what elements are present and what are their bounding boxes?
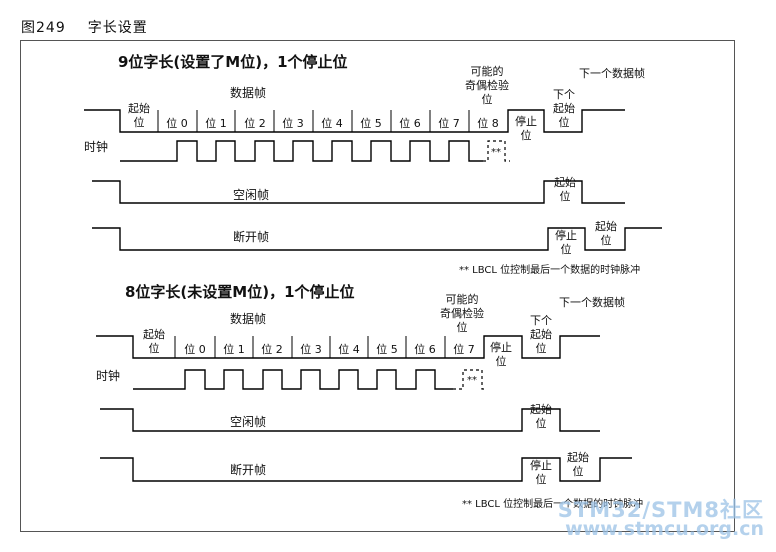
next-frame-label: 下一个数据帧 [559,295,625,309]
bit-4-label: 位 4 [338,342,360,356]
figure-caption: 字长设置 [87,20,148,36]
idle-waveform [100,408,600,432]
panel-8bit-heading: 8位字长(未设置M位)，1个停止位 [125,283,355,301]
idle-frame-label: 空闲帧 [230,415,266,429]
bit-2-label: 位 2 [261,342,283,356]
bit-0-label: 位 0 [184,342,206,356]
data-frame-label: 数据帧 [230,311,266,326]
break-frame-label: 断开帧 [233,229,269,244]
idle-start-label: 位 [536,416,547,430]
start-bit-label: 位 [149,341,160,355]
start-bit-label: 起始 [128,101,150,115]
start-bit-label: 起始 [143,327,165,341]
bit-6-label: 位 6 [414,342,436,356]
bit-5-label: 位 5 [376,342,398,356]
data-frame-label: 数据帧 [230,85,266,100]
stop-bit-label: 位 [521,128,532,142]
next-start-label: 下个 [553,88,575,101]
panel-9bit-heading: 9位字长(设置了M位)，1个停止位 [118,53,348,71]
parity-label: 奇偶检验 [440,306,484,320]
stop-bit-label: 位 [496,354,507,368]
parity-label: 奇偶检验 [465,78,509,92]
panel-9bit: 9位字长(设置了M位)，1个停止位 数据帧 起始 位 位 0 位 1 位 2 位… [84,53,662,276]
break-stop-label: 停止 [530,458,552,472]
break-start-label: 位 [573,464,584,478]
watermark-url: www.stmcu.org.cn [565,518,764,540]
bit-7-label: 位 7 [438,116,460,130]
break-start-label: 位 [601,233,612,247]
next-start-label: 下个 [530,314,552,327]
next-start-label: 位 [559,115,570,129]
bit-1-label: 位 1 [205,116,227,130]
data-waveform [96,335,600,359]
stop-bit-label: 停止 [515,114,537,128]
start-bit-label: 位 [134,115,145,129]
break-stop-label: 停止 [555,228,577,242]
panel-8bit: 8位字长(未设置M位)，1个停止位 数据帧 起始 位 位 0 位 1 位 2 位… [96,283,643,510]
idle-waveform [92,180,625,204]
bit-8-label: 位 8 [477,116,499,130]
break-start-label: 起始 [595,219,617,233]
clock-waveform [120,140,483,162]
bit-2-label: 位 2 [244,116,266,130]
bit-3-label: 位 3 [282,116,304,130]
last-clock-pulse [483,140,510,162]
next-frame-label: 下一个数据帧 [579,66,645,80]
figure-number: 图249 [21,20,66,36]
idle-start-label: 起始 [530,402,552,416]
last-clock-pulse [453,369,487,390]
next-start-label: 起始 [530,327,552,341]
bit-3-label: 位 3 [300,342,322,356]
bit-7-label: 位 7 [453,342,475,356]
parity-label: 位 [482,92,493,106]
parity-label: 可能的 [471,64,504,78]
parity-label: 可能的 [446,292,479,306]
svg-text:**: ** [491,147,501,158]
clock-label: 时钟 [96,368,120,383]
svg-text:**: ** [467,375,477,386]
bit-5-label: 位 5 [360,116,382,130]
next-start-label: 位 [536,341,547,355]
bit-1-label: 位 1 [223,342,245,356]
bit-6-label: 位 6 [399,116,421,130]
parity-label: 位 [457,320,468,334]
bit-0-label: 位 0 [166,116,188,130]
break-stop-label: 位 [536,472,547,486]
watermark-text: STM32/STM8社区 [557,498,764,522]
break-frame-label: 断开帧 [230,462,266,477]
bit-4-label: 位 4 [321,116,343,130]
footnote: ** LBCL 位控制最后一个数据的时钟脉冲 [462,497,643,510]
idle-start-label: 起始 [554,175,576,189]
clock-waveform [133,369,453,390]
footnote: ** LBCL 位控制最后一个数据的时钟脉冲 [459,263,640,276]
break-stop-label: 位 [561,242,572,256]
clock-label: 时钟 [84,139,108,154]
break-waveform [100,457,632,482]
next-start-label: 起始 [553,101,575,115]
idle-start-label: 位 [560,189,571,203]
break-waveform [92,227,662,251]
figure-frame [20,40,735,532]
break-start-label: 起始 [567,450,589,464]
idle-frame-label: 空闲帧 [233,188,269,202]
figure-title: 图249 字长设置 [21,17,148,37]
stop-bit-label: 停止 [490,340,512,354]
data-waveform [84,109,625,133]
